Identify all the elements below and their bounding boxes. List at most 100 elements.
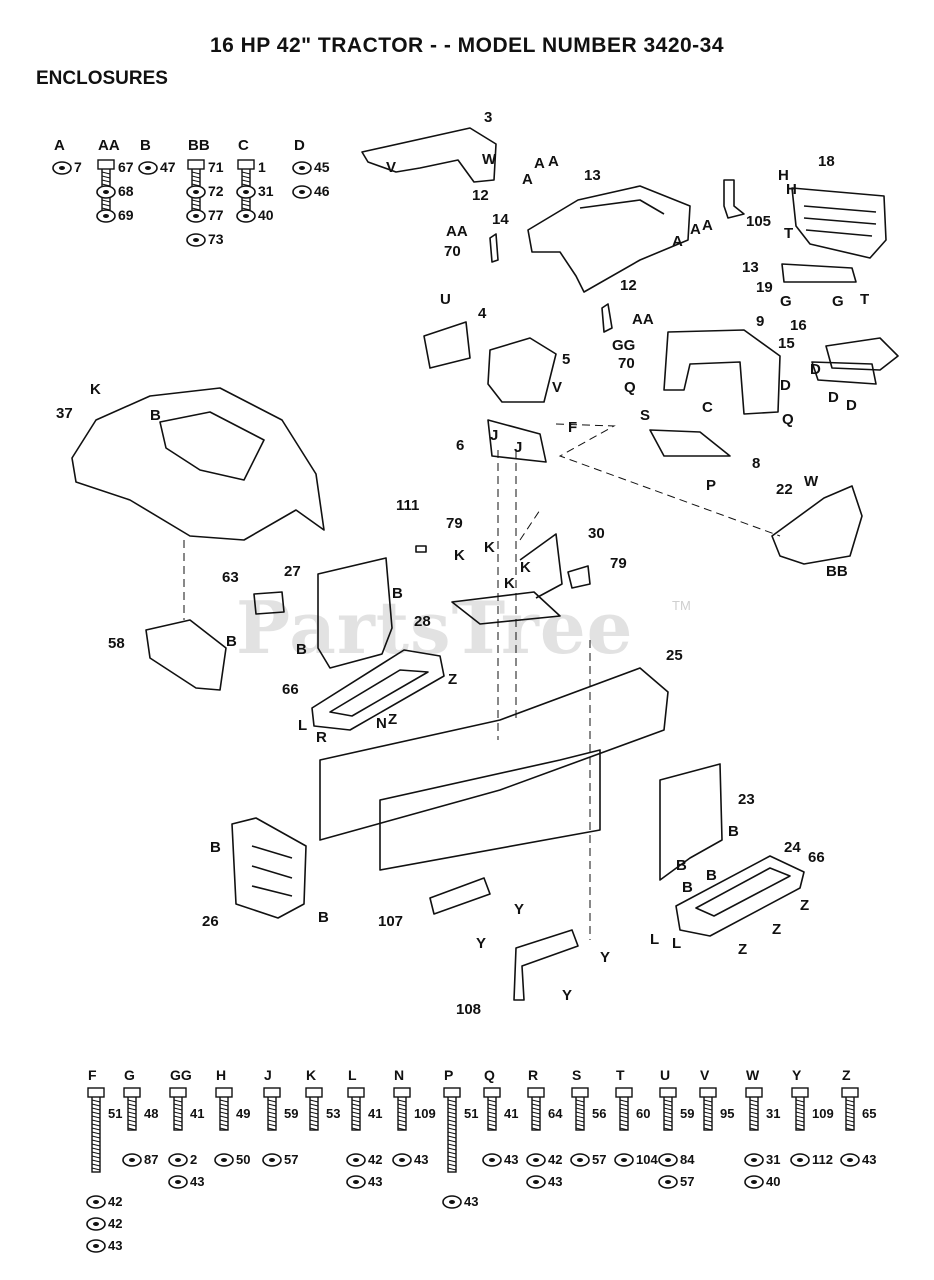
callout-label: B xyxy=(226,633,237,650)
bolt-head-icon xyxy=(483,1087,501,1098)
part-clip-79 xyxy=(567,565,591,589)
bolt-head-icon xyxy=(393,1087,411,1098)
callout-label: G xyxy=(780,293,792,310)
callout-label: 63 xyxy=(222,569,239,586)
hardware-part-number: 7 xyxy=(74,159,82,175)
hardware-part-number: 112 xyxy=(812,1152,833,1167)
hardware-letter: GG xyxy=(170,1067,192,1083)
hardware-bottom-group: F51424243G4887GG41243H4950J5957K53L41424… xyxy=(86,1067,876,1253)
callout-label: F xyxy=(568,419,577,436)
callout-label: Y xyxy=(514,901,524,918)
callout-label: K xyxy=(520,559,531,576)
callout-label: 5 xyxy=(562,351,570,368)
callout-label: 58 xyxy=(108,635,125,652)
callout-label: 12 xyxy=(472,187,489,204)
callout-label: J xyxy=(514,439,522,456)
hardware-part-number: 95 xyxy=(720,1106,734,1121)
callout-label: K xyxy=(454,547,465,564)
callout-label: 105 xyxy=(746,213,771,230)
bolt-head-icon xyxy=(123,1087,141,1098)
hardware-part-number: 40 xyxy=(766,1174,780,1189)
callout-label: L xyxy=(672,935,681,952)
callout-label: Z xyxy=(800,897,809,914)
callout-label: N xyxy=(376,715,387,732)
hardware-letter: N xyxy=(394,1067,404,1083)
callout-label: B xyxy=(318,909,329,926)
callout-label: 23 xyxy=(738,791,755,808)
hardware-letter: U xyxy=(660,1067,670,1083)
callout-label: 107 xyxy=(378,913,403,930)
hardware-part-number: 31 xyxy=(766,1152,780,1167)
callout-label: L xyxy=(650,931,659,948)
callout-label: D xyxy=(828,389,839,406)
callout-label: P xyxy=(706,477,716,494)
callout-label: S xyxy=(640,407,650,424)
part-plate-4 xyxy=(423,321,471,369)
callout-label: 108 xyxy=(456,1001,481,1018)
part-bracket-108 xyxy=(513,929,579,1001)
hardware-part-number: 43 xyxy=(504,1152,518,1167)
callout-label: A xyxy=(548,153,559,170)
callout-label: B xyxy=(210,839,221,856)
part-bracket-107 xyxy=(429,877,491,915)
callout-label: U xyxy=(440,291,451,308)
hardware-letter: F xyxy=(88,1067,97,1083)
callout-label: D xyxy=(780,377,791,394)
bolt-head-icon xyxy=(699,1087,717,1098)
part-front-bumper xyxy=(771,485,863,565)
part-fender xyxy=(71,387,325,541)
hardware-letter: P xyxy=(444,1067,453,1083)
callout-label: A xyxy=(522,171,533,188)
hardware-part-number: 71 xyxy=(208,159,224,175)
hardware-part-number: 68 xyxy=(118,183,134,199)
hardware-part-number: 67 xyxy=(118,159,134,175)
hardware-part-number: 51 xyxy=(108,1106,122,1121)
hardware-part-number: 42 xyxy=(368,1152,382,1167)
callout-label: 14 xyxy=(492,211,509,228)
hardware-letter: B xyxy=(140,137,151,154)
hardware-part-number: 57 xyxy=(592,1152,606,1167)
callout-label: V xyxy=(386,159,396,176)
callout-label: 111 xyxy=(396,497,419,514)
leader-lines xyxy=(183,423,781,940)
callout-label: A xyxy=(702,217,713,234)
hardware-part-number: 77 xyxy=(208,207,224,223)
part-clip-111 xyxy=(415,545,427,553)
bolt-head-icon xyxy=(615,1087,633,1098)
bolt-head-icon xyxy=(169,1087,187,1098)
hardware-part-number: 1 xyxy=(258,159,266,175)
callout-label: T xyxy=(860,291,869,308)
hardware-letter: W xyxy=(746,1067,760,1083)
callout-label: L xyxy=(298,717,307,734)
callout-label: K xyxy=(90,381,101,398)
part-dash-panel xyxy=(361,127,497,183)
hardware-part-number: 109 xyxy=(812,1106,834,1121)
section-heading: ENCLOSURES xyxy=(36,68,168,89)
hardware-part-number: 43 xyxy=(108,1238,122,1253)
callout-label: B xyxy=(676,857,687,874)
hardware-part-number: 41 xyxy=(504,1106,518,1121)
hardware-letter: H xyxy=(216,1067,226,1083)
callout-label: A xyxy=(534,155,545,172)
part-side-panel-26 xyxy=(231,817,307,919)
hardware-part-number: 109 xyxy=(414,1106,436,1121)
callout-label: A xyxy=(672,233,683,250)
callout-label: 30 xyxy=(588,525,605,542)
callout-label: B xyxy=(296,641,307,658)
part-panel-27 xyxy=(317,557,393,669)
callout-label: W xyxy=(482,151,497,168)
callout-label: Z xyxy=(772,921,781,938)
callout-label: K xyxy=(504,575,515,592)
bolt-head-icon xyxy=(305,1087,323,1098)
callout-label: 66 xyxy=(808,849,825,866)
hardware-part-number: 87 xyxy=(144,1152,158,1167)
callout-label: Z xyxy=(388,711,397,728)
hardware-part-number: 51 xyxy=(464,1106,478,1121)
hardware-letter: K xyxy=(306,1067,316,1083)
part-footrest-left xyxy=(311,649,445,731)
bolt-head-icon xyxy=(659,1087,677,1098)
part-bracket-105 xyxy=(723,179,745,219)
part-bumper-frame xyxy=(663,329,781,415)
